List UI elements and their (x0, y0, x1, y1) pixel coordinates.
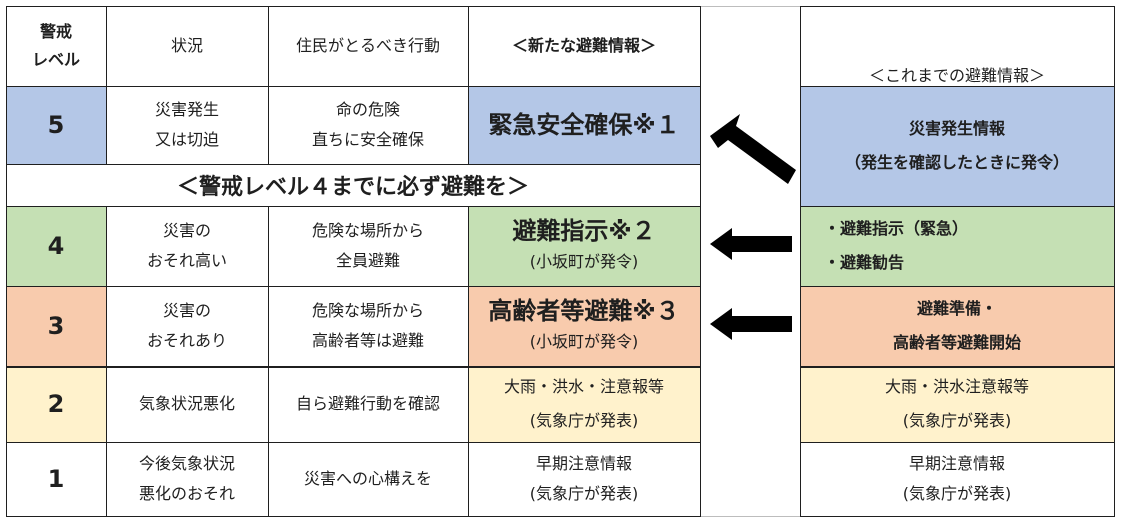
new-info-sub: (気象庁が発表) (529, 484, 639, 503)
level-1-cell: 1 (47, 465, 65, 493)
new-info-main: 高齢者等避難※３ (488, 297, 680, 325)
old-info-line: (気象庁が発表) (902, 484, 1012, 503)
level-2-new-info: 大雨・洪水・注意報等 (気象庁が発表) (468, 366, 700, 442)
old-info-line: 高齢者等避難開始 (892, 333, 1021, 352)
level-2-action: 自ら避難行動を確認 (268, 366, 468, 442)
level-5-action: 命の危険 直ちに安全確保 (268, 86, 468, 164)
level-5-situation: 災害発生 又は切迫 (106, 86, 268, 164)
level-3-action: 危険な場所から 高齢者等は避難 (268, 286, 468, 366)
gap-gridline (701, 516, 800, 517)
table-border (700, 6, 701, 516)
action-line: 災害への心構えを (303, 469, 432, 488)
arrow-level5-icon (710, 114, 796, 184)
table-border (6, 6, 701, 7)
level-5-old-info: 災害発生情報 （発生を確認したときに発令） (800, 86, 1114, 206)
action-line: 命の危険 (335, 100, 400, 119)
table-border (268, 206, 269, 516)
header-level: 警戒 レベル (6, 6, 106, 86)
table-border (6, 442, 701, 443)
table-border (468, 206, 469, 516)
table-border (800, 86, 1115, 87)
old-info-line: 避難準備・ (916, 299, 997, 318)
old-info-line: 大雨・洪水注意報等 (884, 377, 1029, 396)
old-info-line: 災害発生情報 (908, 119, 1005, 138)
new-info-main: 早期注意情報 (535, 454, 632, 473)
header-new-info: ＜新たな避難情報＞ (511, 36, 656, 55)
level-4-new-info: 避難指示※２ (小坂町が発令) (468, 206, 700, 286)
table-border (800, 366, 1115, 368)
table-border (6, 516, 701, 517)
level-3-cell: 3 (6, 286, 106, 366)
old-info-line: ・避難指示（緊急） (824, 219, 969, 238)
level-4-old-info: ・避難指示（緊急） ・避難勧告 (800, 206, 1114, 286)
table-border (6, 286, 701, 287)
table-border (268, 6, 269, 164)
level-1-new-info: 早期注意情報 (気象庁が発表) (468, 442, 700, 516)
action-line: 高齢者等は避難 (311, 331, 424, 350)
level-5-new-info: 緊急安全確保※１ (468, 86, 700, 164)
level-1-situation: 今後気象状況 悪化のおそれ (106, 442, 268, 516)
old-info-line: ・避難勧告 (824, 253, 905, 272)
action-line: 危険な場所から (311, 301, 424, 320)
table-border (1114, 6, 1115, 516)
table-border (106, 206, 107, 516)
action-line: 直ちに安全確保 (311, 130, 424, 149)
arrow-level3-icon (710, 308, 792, 340)
new-info-main: 大雨・洪水・注意報等 (503, 377, 664, 396)
action-line: 自ら避難行動を確認 (295, 394, 440, 413)
table-border (6, 206, 701, 207)
header-level-line2: レベル (31, 50, 80, 69)
situation-line: おそれあり (146, 331, 227, 350)
table-border (6, 164, 701, 165)
table-border (800, 206, 1115, 207)
new-info-main: 避難指示※２ (512, 217, 656, 245)
level-1-action: 災害への心構えを (268, 442, 468, 516)
old-info-line: （発生を確認したときに発令） (844, 153, 1069, 172)
situation-line: 災害発生 (154, 100, 219, 119)
old-info-line: (気象庁が発表) (902, 411, 1012, 430)
table-border (800, 6, 801, 516)
table-border (6, 86, 701, 87)
level-5-cell: 5 (6, 86, 106, 164)
situation-line: 今後気象状況 (138, 454, 235, 473)
arrow-level4-icon (710, 228, 792, 260)
gap-gridline (701, 6, 800, 7)
header-situation: 状況 (170, 36, 203, 55)
new-info-sub: (小坂町が発令) (529, 252, 639, 271)
new-info-sub: (小坂町が発令) (529, 332, 639, 351)
level-3-situation: 災害の おそれあり (106, 286, 268, 366)
level-2-situation: 気象状況悪化 (106, 366, 268, 442)
situation-line: 悪化のおそれ (138, 484, 235, 503)
situation-line: 気象状況悪化 (138, 394, 235, 413)
level-2-old-info: 大雨・洪水注意報等 (気象庁が発表) (800, 366, 1114, 442)
level-4-situation: 災害の おそれ高い (106, 206, 268, 286)
table-border (468, 6, 469, 164)
header-old-info: ＜これまでの避難情報＞ (868, 66, 1045, 85)
action-line: 危険な場所から (311, 221, 424, 240)
table-border (800, 442, 1115, 443)
level-4-action: 危険な場所から 全員避難 (268, 206, 468, 286)
level-2-cell: 2 (6, 366, 106, 442)
situation-line: 災害の (162, 301, 211, 320)
action-line: 全員避難 (335, 251, 400, 270)
header-level-line1: 警戒 (39, 22, 72, 41)
situation-line: おそれ高い (146, 251, 227, 270)
evacuation-banner: ＜警戒レベル４までに必ず避難を＞ (176, 175, 529, 200)
table-border (800, 286, 1115, 287)
table-border (800, 6, 1115, 7)
new-info-sub: (気象庁が発表) (529, 411, 639, 430)
table-border (106, 6, 107, 164)
situation-line: 又は切迫 (154, 130, 219, 149)
old-info-line: 早期注意情報 (908, 454, 1005, 473)
table-border (800, 516, 1115, 517)
level-3-new-info: 高齢者等避難※３ (小坂町が発令) (468, 286, 700, 366)
table-border (6, 366, 701, 368)
level-3-old-info: 避難準備・ 高齢者等避難開始 (800, 286, 1114, 366)
table-border (6, 6, 7, 516)
level-4-cell: 4 (6, 206, 106, 286)
level-1-old-info: 早期注意情報 (気象庁が発表) (800, 442, 1114, 516)
situation-line: 災害の (162, 221, 211, 240)
header-action: 住民がとるべき行動 (295, 36, 440, 55)
